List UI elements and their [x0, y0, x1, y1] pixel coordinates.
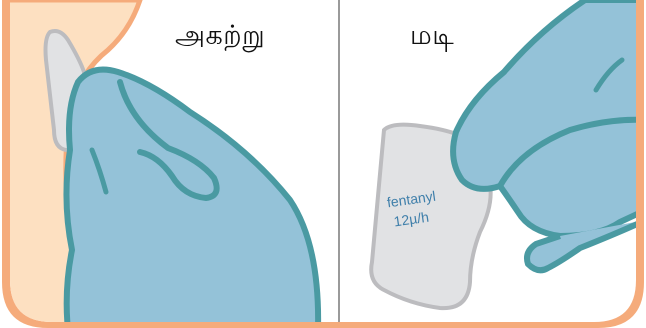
step-label-remove: அகற்று	[175, 22, 265, 49]
step-label-fold: மடி	[410, 22, 454, 49]
